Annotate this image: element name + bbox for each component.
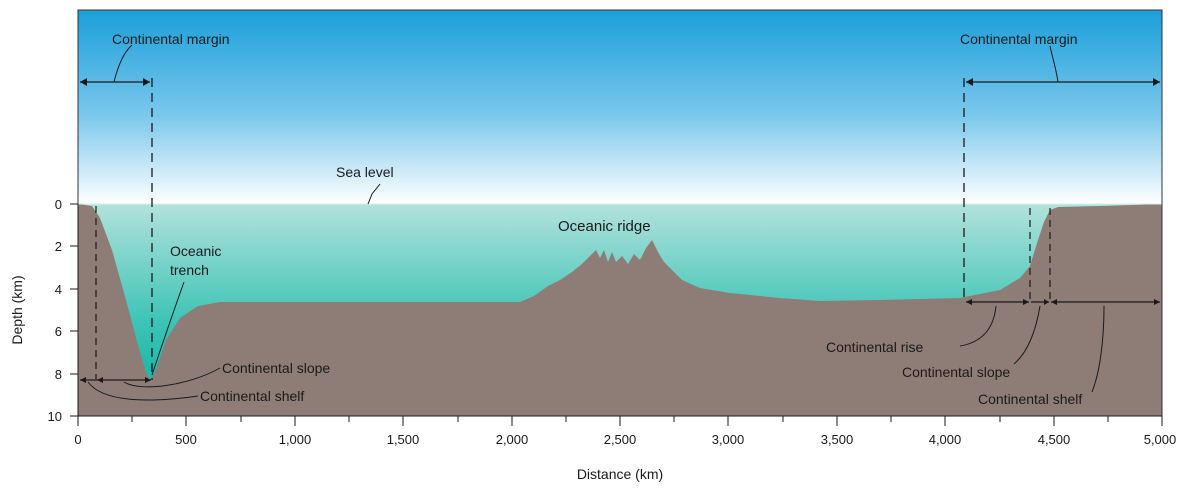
left-margin-leader xyxy=(113,44,133,83)
sky-region xyxy=(78,10,1162,204)
continental-slope-right-label: Continental slope xyxy=(902,364,1010,380)
continental-rise-right-label: Continental rise xyxy=(826,339,923,355)
sea-level-label: Sea level xyxy=(336,164,394,180)
oceanic-trench-label-line1: Oceanic xyxy=(170,243,221,259)
sea-level-leader xyxy=(367,183,381,205)
oceanic-ridge-label: Oceanic ridge xyxy=(558,218,651,235)
y-tick-label: 4 xyxy=(55,282,62,297)
continental-slope-left-leader xyxy=(123,367,221,388)
left-shelf-arrowhead xyxy=(80,377,86,383)
right-shelf-arrowhead-left xyxy=(1051,299,1057,305)
x-axis-ticks xyxy=(77,416,1163,426)
y-axis-title: Depth (km) xyxy=(9,275,25,344)
continental-shelf-right-label: Continental shelf xyxy=(978,391,1082,407)
y-tick-label: 0 xyxy=(55,197,62,212)
left-slope-arrowhead-left xyxy=(97,377,103,383)
y-tick-label: 6 xyxy=(55,324,62,339)
right-margin-leader xyxy=(1049,45,1059,83)
x-tick-label: 0 xyxy=(74,432,81,447)
x-tick-label: 5,000 xyxy=(1144,432,1177,447)
right-rise-arrowhead-left xyxy=(966,299,972,305)
x-tick-label: 2,000 xyxy=(496,432,529,447)
continental-shelf-left-leader xyxy=(87,381,199,401)
continental-slope-right-leader xyxy=(1013,305,1041,365)
continental-shelf-right-leader xyxy=(1091,305,1105,393)
right-slope-arrowhead xyxy=(1044,299,1049,305)
x-tick-label: 1,500 xyxy=(387,432,420,447)
left-margin-arrowhead-right xyxy=(143,78,150,86)
y-tick-label: 8 xyxy=(55,367,62,382)
x-axis-title: Distance (km) xyxy=(577,466,663,482)
x-axis-minor-ticks xyxy=(131,416,1109,422)
continental-rise-right-leader xyxy=(959,305,997,347)
x-tick-label: 2,500 xyxy=(604,432,637,447)
y-tick-label: 10 xyxy=(48,409,62,424)
continental-slope-left-label: Continental slope xyxy=(222,360,330,376)
right-margin-arrowhead-right xyxy=(1153,78,1160,86)
left-slope-arrowhead-right xyxy=(145,377,151,383)
x-tick-label: 3,500 xyxy=(821,432,854,447)
x-tick-label: 1,000 xyxy=(279,432,312,447)
continental-shelf-left-label: Continental shelf xyxy=(200,388,304,404)
continental-margin-right-label: Continental margin xyxy=(960,31,1078,47)
oceanic-trench-leader xyxy=(151,281,185,376)
right-shelf-arrowhead-right xyxy=(1154,299,1160,305)
left-margin-arrowhead-left xyxy=(80,78,87,86)
seafloor-profile xyxy=(78,204,1162,416)
oceanic-trench-label-line2: trench xyxy=(170,262,209,278)
x-tick-label: 4,500 xyxy=(1038,432,1071,447)
right-rise-arrowhead-right xyxy=(1023,299,1029,305)
y-tick-label: 2 xyxy=(55,239,62,254)
x-tick-label: 4,000 xyxy=(929,432,962,447)
right-margin-arrowhead-left xyxy=(966,78,973,86)
y-axis-ticks xyxy=(70,203,78,417)
continental-margin-left-label: Continental margin xyxy=(112,31,230,47)
x-tick-label: 3,000 xyxy=(712,432,745,447)
x-tick-label: 500 xyxy=(175,432,197,447)
